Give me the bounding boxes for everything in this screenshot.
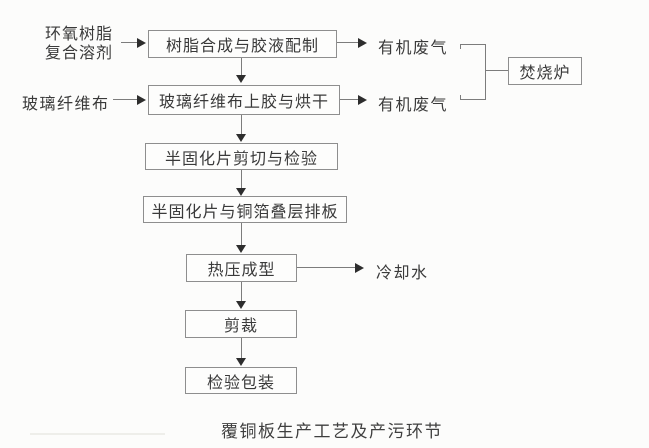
bracket-top-tick [460,44,461,49]
input-label-epoxy-line1: 环氧树脂 [44,24,113,43]
bracket-bottom-line [460,99,486,100]
diagram-caption: 覆铜板生产工艺及产污环节 [221,422,443,442]
node-hot-press: 热压成型 [186,254,297,282]
scan-artifact-line [30,433,165,435]
connector-cutting-to-stacking [241,170,242,189]
connector-hotpress-to-cooling [297,267,356,268]
connector-coating-to-wastegas2 [340,99,359,100]
bracket-top-line [460,44,486,45]
input-label-glass-cloth: 玻璃纤维布 [22,94,110,113]
arrowhead-down-icon [236,301,246,309]
connector-hotpress-to-trimming [241,282,242,302]
connector-stacking-to-hotpress [241,223,242,246]
output-label-waste-gas-1: 有机废气 [378,38,449,57]
arrowhead-right-icon [358,95,367,105]
input-label-epoxy-solvent: 环氧树脂 复合溶剂 [36,24,122,62]
arrowhead-down-icon [236,134,246,142]
node-resin-synthesis: 树脂合成与胶液配制 [148,30,337,58]
node-inspection-packing: 检验包装 [185,367,297,394]
connector-resin-to-coating [241,58,242,76]
connector-glass-to-coating [113,99,138,100]
connector-bracket-to-incinerator [486,70,508,71]
arrowhead-right-icon [358,38,367,48]
node-incinerator: 焚烧炉 [508,57,582,85]
node-prepreg-cutting: 半固化片剪切与检验 [145,143,338,170]
node-prepreg-stacking: 半固化片与铜箔叠层排板 [143,196,347,223]
arrowhead-down-icon [236,245,246,253]
arrowhead-down-icon [236,188,246,196]
arrowhead-down-icon [236,75,246,83]
connector-resin-to-wastegas1 [337,42,359,43]
arrowhead-right-icon [137,95,146,105]
arrowhead-down-icon [236,358,246,366]
bracket-bottom-tick [460,95,461,100]
arrowhead-right-icon [355,263,364,273]
connector-coating-to-cutting [241,115,242,135]
node-glass-coating: 玻璃纤维布上胶与烘干 [148,85,340,115]
connector-trimming-to-inspection [241,338,242,359]
node-trimming: 剪裁 [185,310,297,338]
output-label-cooling-water: 冷却水 [376,263,429,282]
arrowhead-right-icon [137,38,146,48]
output-label-waste-gas-2: 有机废气 [378,95,449,114]
input-label-epoxy-line2: 复合溶剂 [44,43,113,62]
bracket-vertical-line [485,44,486,100]
connector-epoxy-to-resin [121,42,138,43]
